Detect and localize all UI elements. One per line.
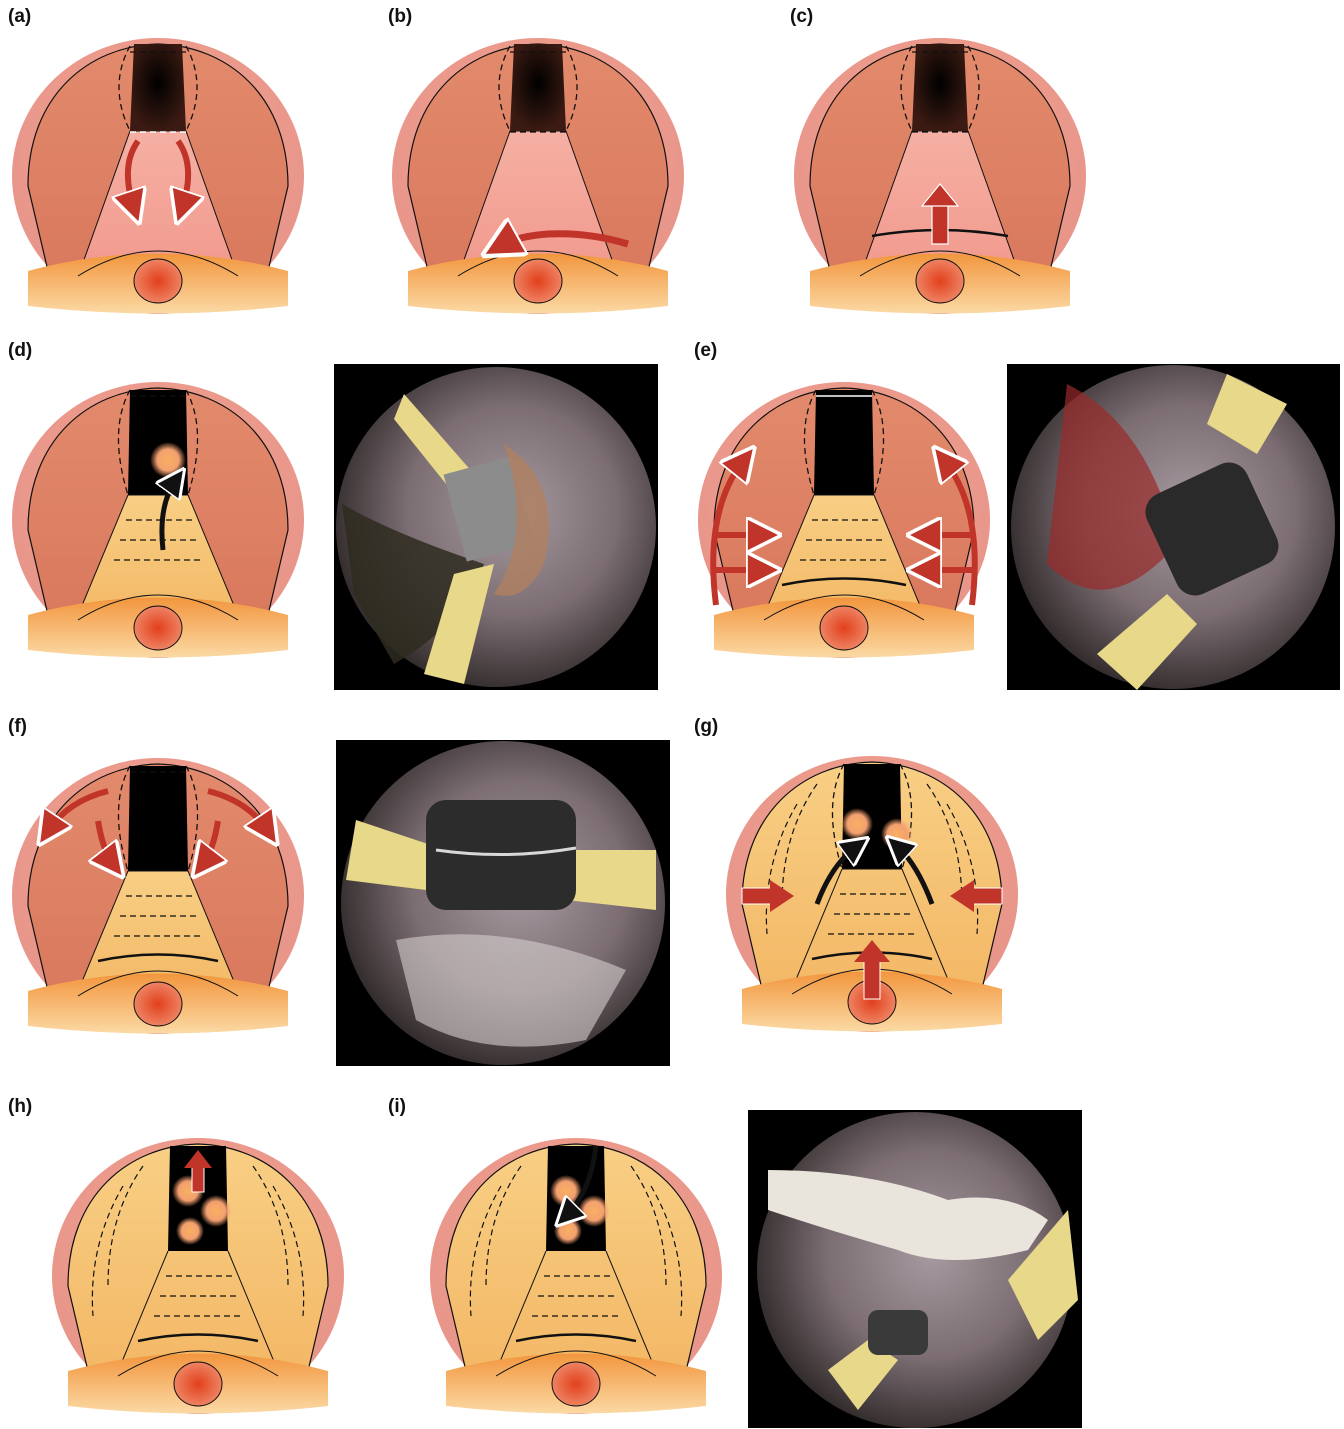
diagram-d: [8, 370, 308, 670]
photo-e: [1007, 364, 1340, 690]
panel-label-h: (h): [8, 1096, 32, 1118]
panel-label-b: (b): [388, 6, 412, 28]
diagram-b: [388, 26, 688, 326]
diagram-a: [8, 26, 308, 326]
diagram-f: [8, 746, 308, 1046]
diagram-c: [790, 26, 1090, 326]
diagram-i: [426, 1126, 726, 1426]
diagram-g: [722, 744, 1022, 1044]
photo-f: [336, 740, 670, 1066]
panel-label-a: (a): [8, 6, 31, 28]
panel-label-f: (f): [8, 716, 27, 738]
photo-d: [334, 364, 658, 690]
photo-i: [748, 1110, 1082, 1428]
panel-label-d: (d): [8, 340, 32, 362]
diagram-h: [48, 1126, 348, 1426]
panel-label-c: (c): [790, 6, 813, 28]
panel-label-e: (e): [694, 340, 717, 362]
panel-label-i: (i): [388, 1096, 406, 1118]
panel-label-g: (g): [694, 716, 718, 738]
diagram-e: [694, 370, 994, 670]
